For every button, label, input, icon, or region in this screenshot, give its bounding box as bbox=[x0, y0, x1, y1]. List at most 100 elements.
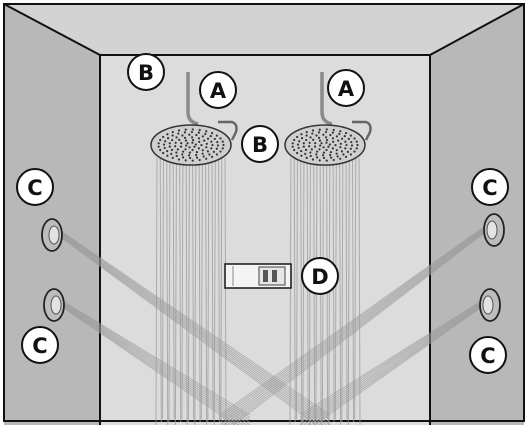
jet-stream bbox=[225, 231, 485, 425]
nozzle-dot bbox=[164, 140, 167, 143]
nozzle-dot bbox=[337, 139, 340, 142]
nozzle-dot bbox=[318, 159, 321, 162]
ceiling bbox=[4, 4, 524, 55]
nozzle-dot bbox=[311, 132, 314, 135]
nozzle-dot bbox=[178, 138, 181, 141]
nozzle-dot bbox=[318, 148, 321, 151]
body-jet-icon bbox=[483, 213, 505, 247]
nozzle-dot bbox=[355, 147, 358, 150]
nozzle-dot bbox=[213, 137, 216, 141]
rain-stream bbox=[334, 157, 337, 420]
nozzle-dot bbox=[183, 136, 187, 139]
jet-stream bbox=[63, 302, 251, 418]
nozzle-dot bbox=[350, 140, 353, 144]
rain-stream bbox=[218, 157, 221, 423]
nozzle-dot bbox=[296, 143, 300, 146]
nozzle-dot bbox=[205, 142, 208, 145]
nozzle-dot bbox=[177, 158, 181, 161]
nozzle-dot bbox=[221, 147, 224, 150]
callout-c-left-top: C bbox=[16, 168, 54, 206]
nozzle-dot bbox=[159, 148, 162, 152]
nozzle-dot bbox=[201, 152, 204, 155]
nozzle-dot bbox=[170, 148, 174, 151]
callout-a-right: A bbox=[327, 69, 365, 107]
nozzle-dot bbox=[205, 130, 208, 133]
nozzle-dot bbox=[309, 136, 312, 139]
jet-stream bbox=[63, 303, 251, 421]
nozzle-dot bbox=[339, 130, 342, 133]
nozzle-dot bbox=[332, 128, 335, 132]
jet-stream bbox=[61, 233, 331, 421]
body-jet-nozzle bbox=[50, 295, 62, 315]
nozzle-dot bbox=[325, 128, 328, 131]
nozzle-dot bbox=[304, 148, 308, 151]
nozzle-dot bbox=[320, 142, 323, 145]
nozzle-dot bbox=[181, 153, 184, 156]
nozzle-dot bbox=[195, 156, 199, 159]
rain-stream bbox=[354, 157, 357, 420]
nozzle-dot bbox=[210, 147, 213, 150]
nozzle-dot bbox=[198, 128, 201, 132]
nozzle-dot bbox=[206, 137, 210, 140]
rain-stream bbox=[341, 157, 344, 423]
nozzle-dot bbox=[310, 148, 313, 151]
jet-stream bbox=[61, 234, 331, 425]
nozzle-dot bbox=[197, 147, 200, 150]
nozzle-dot bbox=[219, 137, 222, 140]
nozzle-dot bbox=[329, 156, 333, 159]
jet-stream bbox=[63, 304, 251, 425]
nozzle-dot bbox=[188, 146, 191, 149]
callout-b-mid: B bbox=[241, 125, 279, 163]
jet-stream bbox=[63, 307, 240, 425]
nozzle-dot bbox=[349, 134, 352, 137]
nozzle-dot bbox=[325, 148, 328, 152]
nozzle-dot bbox=[191, 128, 194, 131]
nozzle-dot bbox=[176, 148, 179, 151]
rain-stream bbox=[155, 157, 158, 425]
nozzle-dot bbox=[336, 155, 339, 158]
jet-stream bbox=[310, 307, 481, 425]
nozzle-dot bbox=[171, 134, 174, 137]
nozzle-dot bbox=[331, 147, 334, 150]
nozzle-dot bbox=[171, 130, 174, 134]
nozzle-dot bbox=[324, 130, 328, 134]
corner-line bbox=[3, 3, 101, 56]
nozzle-dot bbox=[311, 158, 315, 161]
nozzle-dot bbox=[302, 145, 305, 148]
nozzle-dot bbox=[335, 135, 338, 138]
nozzle-dot bbox=[305, 138, 308, 142]
nozzle-dot bbox=[297, 146, 300, 150]
rain-stream bbox=[192, 157, 195, 420]
rain-stream bbox=[213, 157, 216, 425]
nozzle-dot bbox=[298, 140, 301, 143]
callout-label: D bbox=[311, 265, 328, 289]
nozzle-dot bbox=[197, 131, 200, 134]
nozzle-dot bbox=[195, 153, 198, 157]
nozzle-dot bbox=[324, 136, 328, 139]
shower-arm bbox=[186, 72, 199, 126]
body-jet-nozzle bbox=[486, 220, 498, 240]
nozzle-dot bbox=[305, 156, 308, 160]
callouts: B A A B C C D C bbox=[16, 53, 509, 374]
jet-stream bbox=[299, 303, 481, 423]
nozzle-dot bbox=[353, 150, 356, 153]
rain-stream bbox=[224, 157, 227, 425]
jet-stream bbox=[219, 226, 485, 416]
rain-stream bbox=[159, 157, 162, 423]
nozzle-dot bbox=[345, 143, 348, 147]
jet-stream bbox=[306, 306, 481, 425]
nozzle-dot bbox=[302, 142, 305, 145]
nozzle-dot bbox=[332, 158, 335, 162]
nozzle-dot bbox=[212, 150, 216, 153]
shower-arm bbox=[320, 72, 333, 126]
jet-stream bbox=[299, 302, 481, 418]
jet-stream bbox=[302, 305, 481, 425]
nozzle-dot bbox=[347, 137, 350, 141]
nozzle-dot bbox=[305, 130, 308, 134]
nozzle-dot bbox=[162, 143, 166, 146]
nozzle-dot bbox=[339, 157, 342, 160]
nozzle-dot bbox=[316, 156, 319, 159]
rain-stream bbox=[302, 157, 305, 423]
nozzle-dot bbox=[198, 140, 201, 143]
